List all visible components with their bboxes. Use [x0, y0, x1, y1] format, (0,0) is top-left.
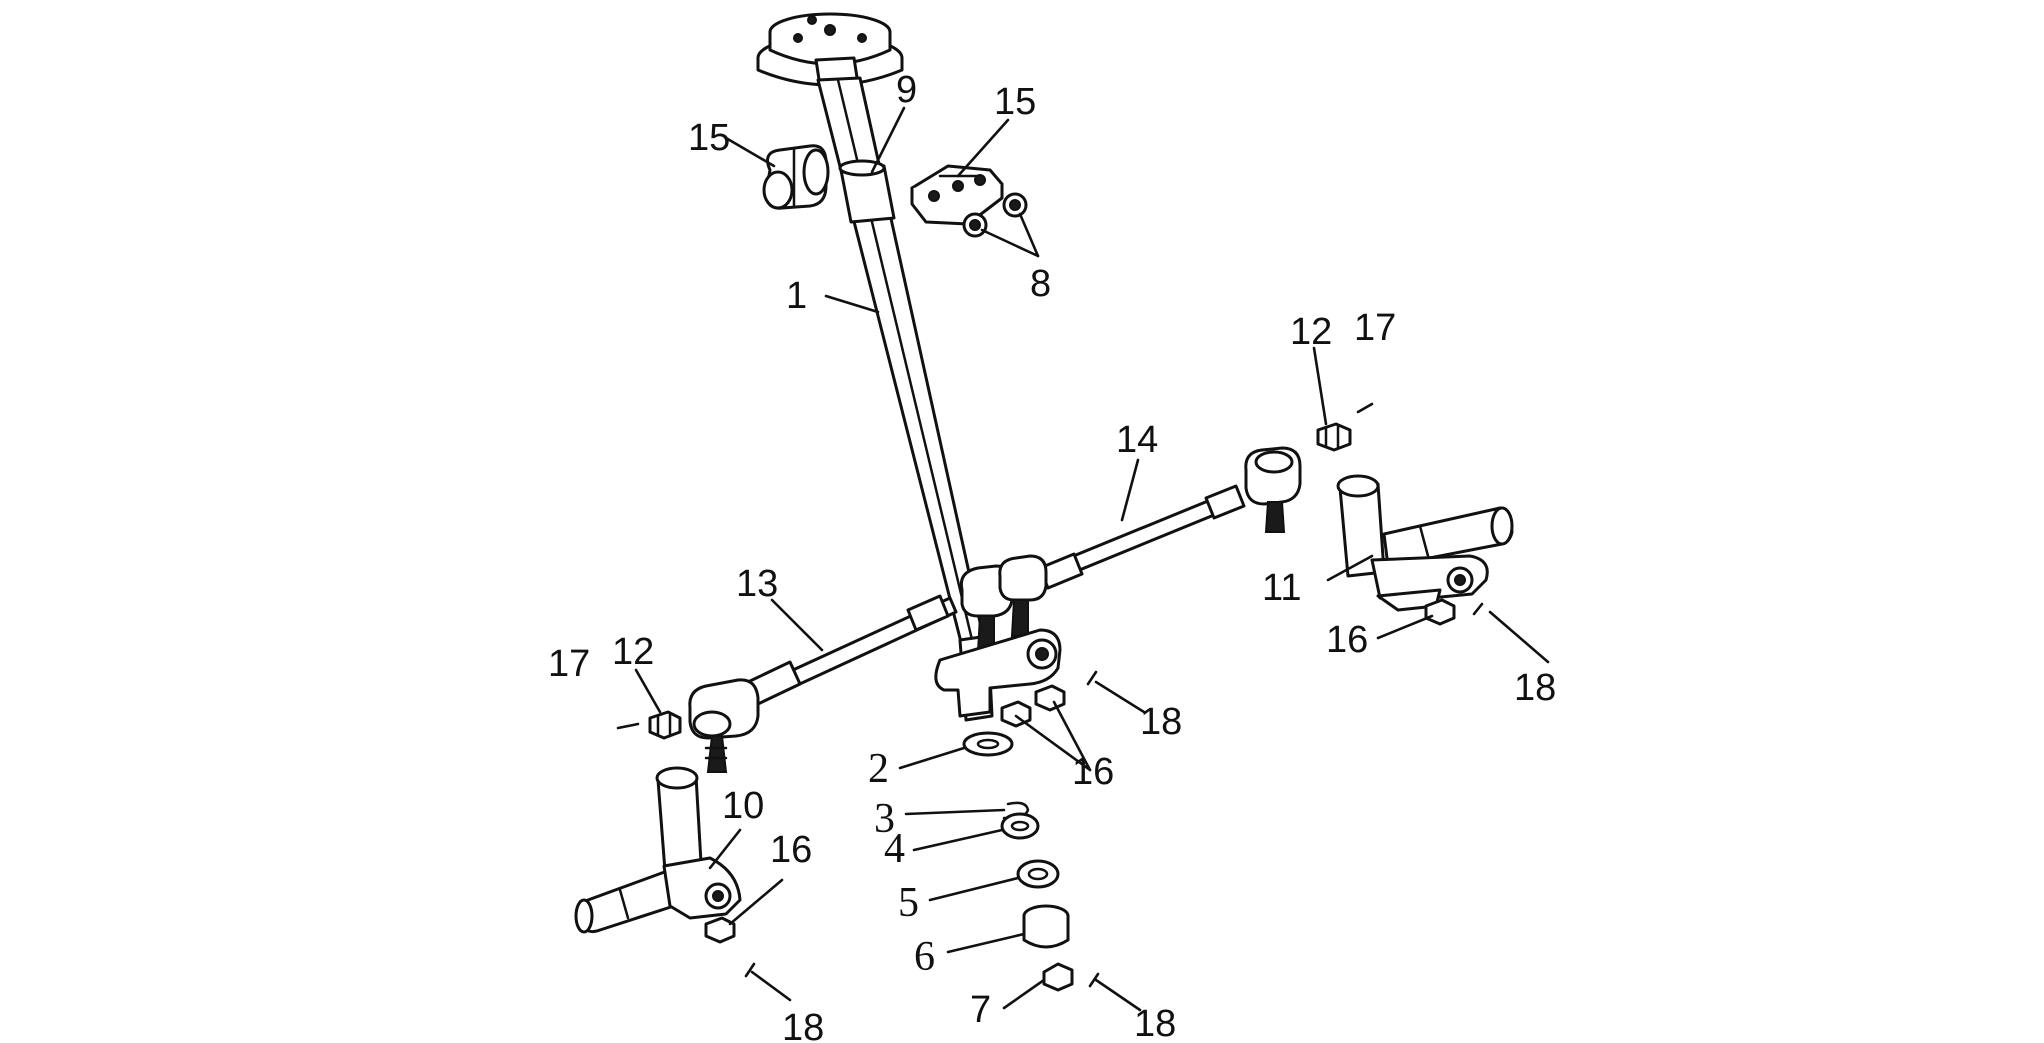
label-10: 10 — [722, 785, 764, 827]
left-spindle-nut-part — [704, 916, 736, 944]
label-18-right: 18 — [1514, 667, 1556, 709]
label-12-right: 12 — [1290, 311, 1332, 353]
label-6: 6 — [914, 934, 935, 980]
label-14: 14 — [1116, 419, 1158, 461]
label-17-left: 17 — [548, 643, 590, 685]
clamp-nuts-part — [962, 192, 1028, 238]
label-16-left: 16 — [770, 829, 812, 871]
pitman-arm-part — [934, 628, 1062, 718]
label-15-right: 15 — [994, 81, 1036, 123]
label-17-right: 17 — [1354, 307, 1396, 349]
right-cotter-pin-part — [1356, 402, 1374, 414]
label-8: 8 — [1030, 263, 1051, 305]
label-4: 4 — [884, 826, 905, 872]
pitman-cotter-pin-part — [1086, 670, 1098, 686]
label-13: 13 — [736, 563, 778, 605]
washer-4-part — [1000, 812, 1040, 840]
right-tie-rod-part — [959, 446, 1302, 653]
right-spindle-nut-part — [1424, 598, 1456, 626]
right-clamp-part — [910, 164, 1004, 226]
label-9: 9 — [896, 69, 917, 111]
label-3: 3 — [874, 796, 895, 842]
label-16-mid: 16 — [1072, 751, 1114, 793]
right-castle-nut-part — [1316, 422, 1352, 452]
label-12-left: 12 — [612, 631, 654, 673]
bushing-6-part — [1022, 904, 1070, 949]
label-11: 11 — [1262, 567, 1301, 609]
bottom-cotter-pin-part — [1088, 972, 1100, 988]
label-15-left: 15 — [688, 117, 730, 159]
label-18-mid: 18 — [1140, 701, 1182, 743]
label-18-left: 18 — [782, 1007, 824, 1043]
label-5: 5 — [898, 880, 919, 926]
label-7: 7 — [970, 989, 991, 1031]
left-spindle-cotter-pin-part — [744, 962, 756, 978]
label-16-right: 16 — [1326, 619, 1368, 661]
leader-lines — [634, 106, 1550, 1012]
left-spindle-part — [574, 766, 742, 934]
left-clamp-part — [762, 144, 830, 210]
label-18-bottom: 18 — [1134, 1003, 1176, 1043]
right-spindle-cotter-pin-part — [1472, 602, 1484, 616]
steering-column-part — [756, 12, 994, 722]
label-2: 2 — [868, 746, 889, 792]
nut-7-part — [1042, 962, 1074, 992]
left-tie-rod-part — [688, 594, 958, 773]
washer-5-part — [1016, 859, 1060, 889]
label-1: 1 — [786, 275, 807, 317]
right-spindle-part — [1336, 474, 1514, 612]
washer-2-part — [962, 731, 1014, 757]
left-cotter-pin-part — [616, 722, 640, 730]
left-castle-nut-part — [648, 710, 682, 740]
